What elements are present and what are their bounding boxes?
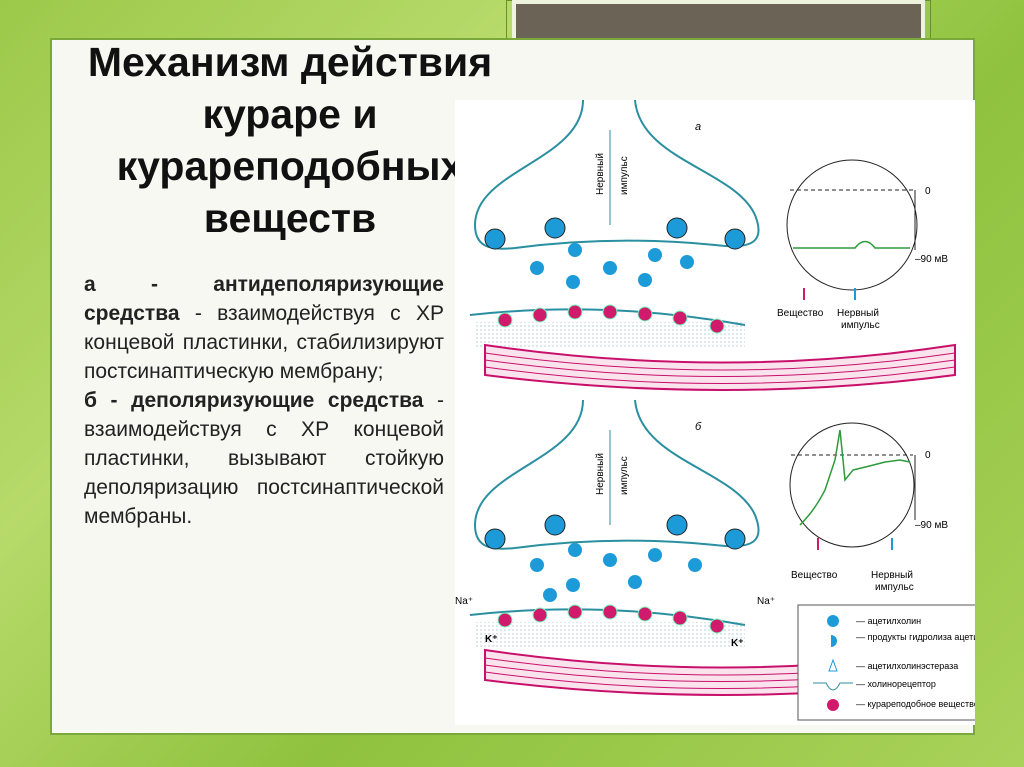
svg-text:Na⁺: Na⁺ — [757, 596, 775, 607]
panel-a-label: а — [695, 121, 701, 133]
svg-text:импульс: импульс — [875, 582, 914, 593]
acetylcholine-icon — [827, 615, 839, 627]
svg-text:K⁺: K⁺ — [731, 638, 744, 649]
b-text: - взаимодействуя с ХР концевой пластинки… — [84, 389, 445, 528]
svg-text:импульс: импульс — [841, 320, 880, 331]
curare-like-substance-icon — [827, 699, 839, 711]
svg-text:0: 0 — [925, 450, 931, 461]
svg-text:–90 мВ: –90 мВ — [915, 520, 948, 531]
svg-text:Нервный: Нервный — [595, 453, 606, 495]
panel-a: Нервный импульс а 0 –90 мВ Вещество Нерв… — [469, 99, 956, 391]
b-label: б - деполяризующие средства — [84, 389, 424, 412]
legend: — ацетилхолин — продукты гидролиза ацети… — [797, 604, 1013, 721]
synapse-diagram: Нервный импульс а 0 –90 мВ Вещество Нерв… — [455, 99, 1013, 725]
zero-label: 0 — [925, 186, 931, 197]
cholinoreceptor-icon — [813, 682, 853, 691]
slide-title: Механизм действия кураре и курареподобны… — [87, 39, 493, 241]
nerve-impulse-label: Нервный — [595, 153, 606, 195]
svg-text:— продукты гидролиза ацетилхол: — продукты гидролиза ацетилхолина — [856, 632, 975, 642]
substance-label: Вещество — [777, 308, 824, 319]
a-label: а - антидеполяризующие средства — [84, 273, 444, 325]
panel-b-label: б — [695, 421, 702, 433]
hydrolysis-products-icon — [831, 635, 837, 647]
k-label: K⁺ — [485, 634, 498, 645]
na-label: Na⁺ — [455, 596, 473, 607]
mv-label: –90 мВ — [915, 254, 948, 265]
slide-body: а - антидеполяризующие средства - взаимо… — [62, 270, 444, 531]
panel-b: Нервный импульс б Na⁺ Na⁺ K⁺ K⁺ 0 –90 мВ… — [455, 399, 956, 696]
svg-text:Нервный: Нервный — [871, 570, 913, 581]
svg-text:— курареподобное вещество: — курареподобное вещество — [856, 699, 975, 709]
a-text: - взаимодействуя с ХР концевой пластинки… — [84, 302, 444, 383]
svg-text:— холинорецептор: — холинорецептор — [856, 679, 936, 689]
svg-text:Вещество: Вещество — [791, 570, 838, 581]
svg-text:импульс: импульс — [619, 156, 630, 195]
svg-text:— ацетилхолин: — ацетилхолин — [856, 616, 921, 626]
acetylcholinesterase-icon — [828, 658, 838, 672]
svg-text:— ацетилхолинэстераза: — ацетилхолинэстераза — [856, 661, 958, 671]
svg-text:Нервный: Нервный — [837, 308, 879, 319]
svg-text:импульс: импульс — [619, 456, 630, 495]
